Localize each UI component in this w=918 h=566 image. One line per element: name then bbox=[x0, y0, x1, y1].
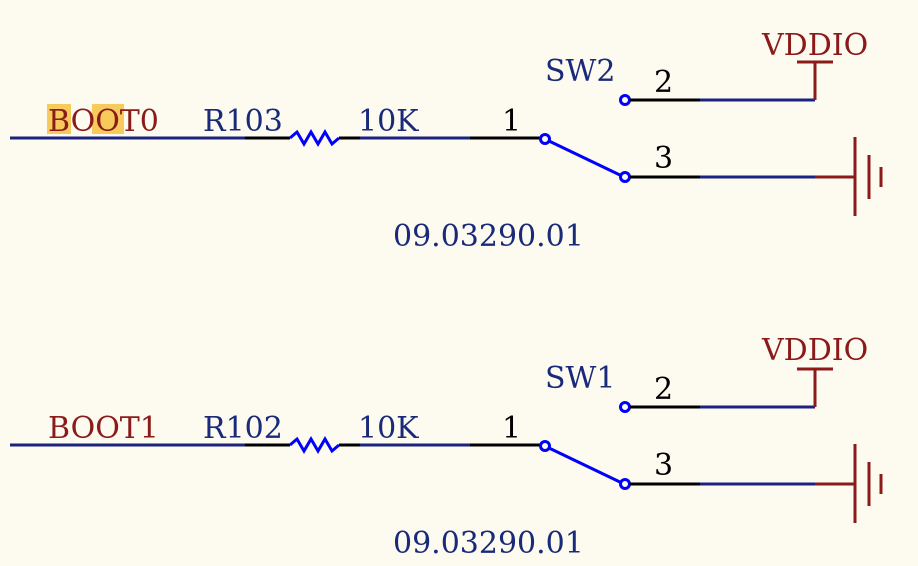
pin-number-down: 3 bbox=[654, 448, 673, 483]
resistor-zigzag-icon bbox=[289, 436, 340, 454]
switch-designator: SW2 bbox=[545, 54, 615, 89]
switch-contact-common bbox=[539, 440, 551, 452]
resistor-value: 10K bbox=[358, 411, 419, 446]
resistor-zigzag-icon bbox=[289, 129, 340, 147]
net-label[interactable]: BOOT0 bbox=[48, 104, 159, 139]
pin-number-up: 2 bbox=[654, 65, 673, 100]
resistor-value: 10K bbox=[358, 104, 419, 139]
pin-number-common: 1 bbox=[502, 104, 521, 139]
power-label: VDDIO bbox=[761, 333, 868, 368]
pin-number-up: 2 bbox=[654, 372, 673, 407]
pin-number-common: 1 bbox=[502, 411, 521, 446]
power-bar-icon bbox=[797, 367, 833, 407]
net-label-highlight bbox=[47, 104, 71, 134]
net-label[interactable]: BOOT1 bbox=[48, 411, 159, 446]
circuit-boot1: BOOT1 R102 10K SW1 09.03290.01 VDDIO 1 2… bbox=[10, 333, 883, 561]
switch-contact-common bbox=[539, 133, 551, 145]
switch-contact-up bbox=[619, 401, 631, 413]
circuit-boot0: BOOT0 R103 10K SW2 09.03290.01 VDDIO 1 2… bbox=[10, 28, 883, 254]
power-label: VDDIO bbox=[761, 28, 868, 63]
switch-designator: SW1 bbox=[545, 361, 615, 396]
switch-part-number: 09.03290.01 bbox=[393, 219, 584, 254]
switch-contact-down bbox=[619, 171, 631, 183]
resistor-designator: R103 bbox=[203, 104, 283, 139]
switch-blade bbox=[548, 446, 623, 485]
switch-blade bbox=[548, 139, 623, 178]
pin-number-down: 3 bbox=[654, 141, 673, 176]
ground-icon bbox=[815, 137, 883, 216]
switch-contact-down bbox=[619, 478, 631, 490]
resistor-designator: R102 bbox=[203, 411, 283, 446]
power-bar-icon bbox=[797, 60, 833, 100]
net-label-highlight bbox=[92, 104, 124, 134]
ground-icon bbox=[815, 444, 883, 523]
switch-part-number: 09.03290.01 bbox=[393, 526, 584, 561]
switch-contact-up bbox=[619, 94, 631, 106]
